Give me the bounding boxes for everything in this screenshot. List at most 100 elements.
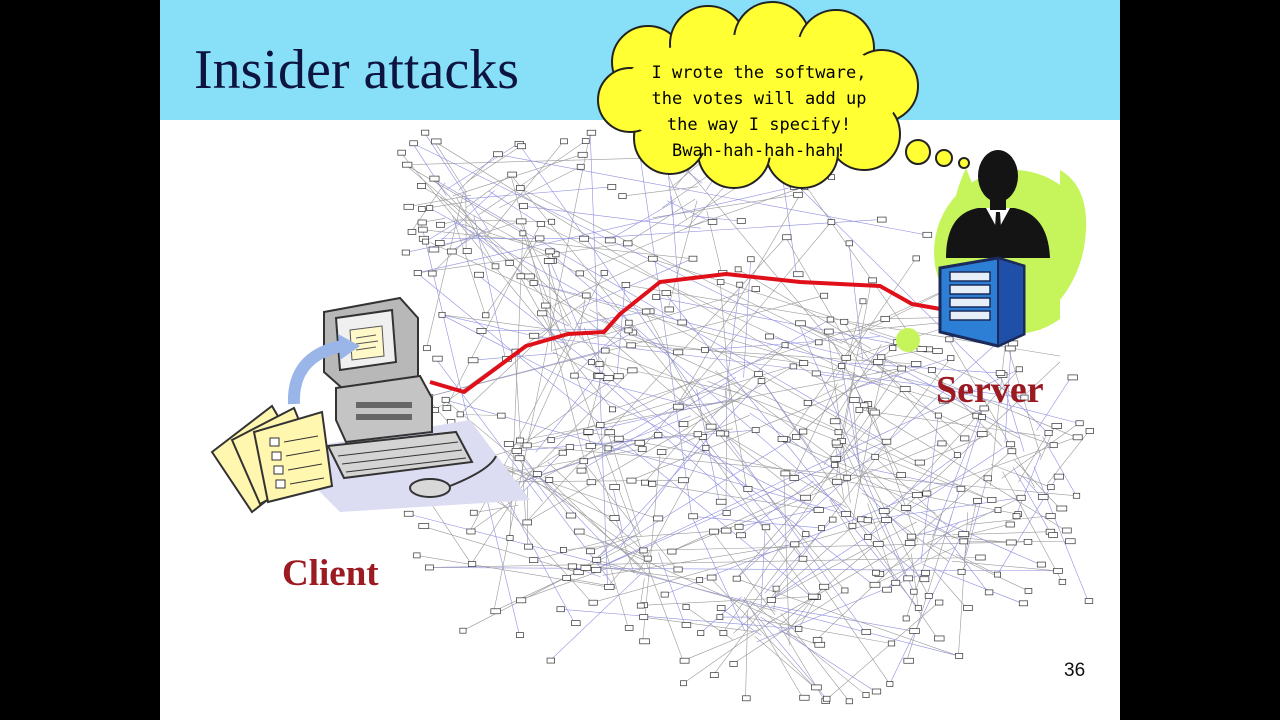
network-node xyxy=(742,695,751,702)
network-node xyxy=(409,140,418,147)
network-edge xyxy=(735,388,904,579)
network-edge xyxy=(644,596,812,606)
network-node xyxy=(672,403,684,410)
network-edge xyxy=(948,339,1036,488)
network-node xyxy=(653,515,664,522)
thought-bubble-line: the way I specify! xyxy=(666,115,852,135)
network-edge xyxy=(577,531,648,559)
network-node xyxy=(827,219,836,225)
network-node xyxy=(621,282,631,288)
network-edge xyxy=(578,258,693,309)
network-edge xyxy=(532,282,1079,424)
network-node xyxy=(922,490,932,497)
network-edge xyxy=(682,629,759,661)
network-node xyxy=(1047,484,1055,491)
network-edge xyxy=(406,194,472,208)
network-edge xyxy=(445,223,541,409)
network-edge xyxy=(432,178,886,442)
network-node xyxy=(661,290,671,296)
network-edge xyxy=(850,357,951,391)
network-node xyxy=(820,292,829,299)
network-node xyxy=(397,149,406,156)
network-node xyxy=(1045,513,1056,519)
network-edge xyxy=(499,166,581,209)
network-edge xyxy=(517,458,617,589)
network-node xyxy=(682,604,690,610)
network-node xyxy=(1048,532,1058,538)
network-graph-background xyxy=(397,124,1094,705)
network-node xyxy=(707,219,718,225)
network-edge xyxy=(535,375,597,453)
network-edge xyxy=(424,132,490,233)
network-node xyxy=(860,402,869,409)
network-node xyxy=(843,474,851,481)
network-edge xyxy=(653,540,678,570)
network-edge xyxy=(771,605,913,632)
network-node xyxy=(789,363,798,370)
network-edge xyxy=(405,234,486,253)
network-edge xyxy=(770,521,917,601)
network-node xyxy=(424,564,434,571)
network-node xyxy=(932,348,943,354)
network-node xyxy=(596,422,605,428)
network-edge xyxy=(874,456,947,526)
network-edge xyxy=(823,403,868,465)
network-edge xyxy=(617,319,831,439)
network-node xyxy=(736,281,744,288)
network-node xyxy=(680,680,687,687)
network-node xyxy=(418,523,430,529)
network-edge xyxy=(452,215,486,316)
network-edge xyxy=(428,557,979,568)
network-node xyxy=(994,507,1002,513)
network-node xyxy=(922,231,933,238)
network-node xyxy=(679,657,690,664)
network-node xyxy=(761,524,771,531)
network-edge xyxy=(599,378,700,426)
network-node xyxy=(708,528,719,535)
network-node xyxy=(535,235,545,242)
network-node xyxy=(608,406,616,413)
network-edge xyxy=(824,602,939,702)
thought-bubble-text: I wrote the software, the votes will add… xyxy=(616,60,902,164)
network-node xyxy=(910,588,918,595)
network-edge xyxy=(421,525,577,573)
slide-title: Insider attacks xyxy=(194,39,519,101)
network-edge xyxy=(798,323,914,592)
network-node xyxy=(627,367,638,374)
network-node xyxy=(636,602,645,609)
network-edge xyxy=(549,260,585,340)
network-edge xyxy=(911,553,919,608)
network-node xyxy=(607,184,617,190)
network-edge xyxy=(664,142,846,359)
network-node xyxy=(639,638,650,645)
network-edge xyxy=(428,567,1057,572)
network-node xyxy=(869,409,880,416)
network-node xyxy=(648,255,658,262)
network-node xyxy=(840,318,849,325)
network-node xyxy=(604,584,615,590)
network-node xyxy=(516,273,526,280)
network-node xyxy=(490,608,501,615)
network-node xyxy=(881,438,892,445)
network-edge xyxy=(621,186,698,197)
network-edge xyxy=(589,132,608,587)
network-edge xyxy=(425,220,459,242)
network-node xyxy=(1016,494,1026,501)
network-node xyxy=(899,386,911,392)
network-node xyxy=(1084,598,1094,604)
ballot-papers-icon xyxy=(210,404,334,514)
network-edge xyxy=(720,607,762,636)
network-node xyxy=(912,255,920,262)
network-node xyxy=(579,235,589,242)
network-node xyxy=(588,359,595,366)
network-edge xyxy=(629,363,915,481)
network-node xyxy=(935,599,944,606)
network-node xyxy=(919,576,930,583)
network-edge xyxy=(793,544,890,685)
network-node xyxy=(413,552,421,559)
network-edge xyxy=(405,164,524,234)
network-node xyxy=(751,427,760,433)
network-node xyxy=(871,453,879,460)
network-edge xyxy=(616,284,626,377)
network-edge xyxy=(746,617,892,644)
